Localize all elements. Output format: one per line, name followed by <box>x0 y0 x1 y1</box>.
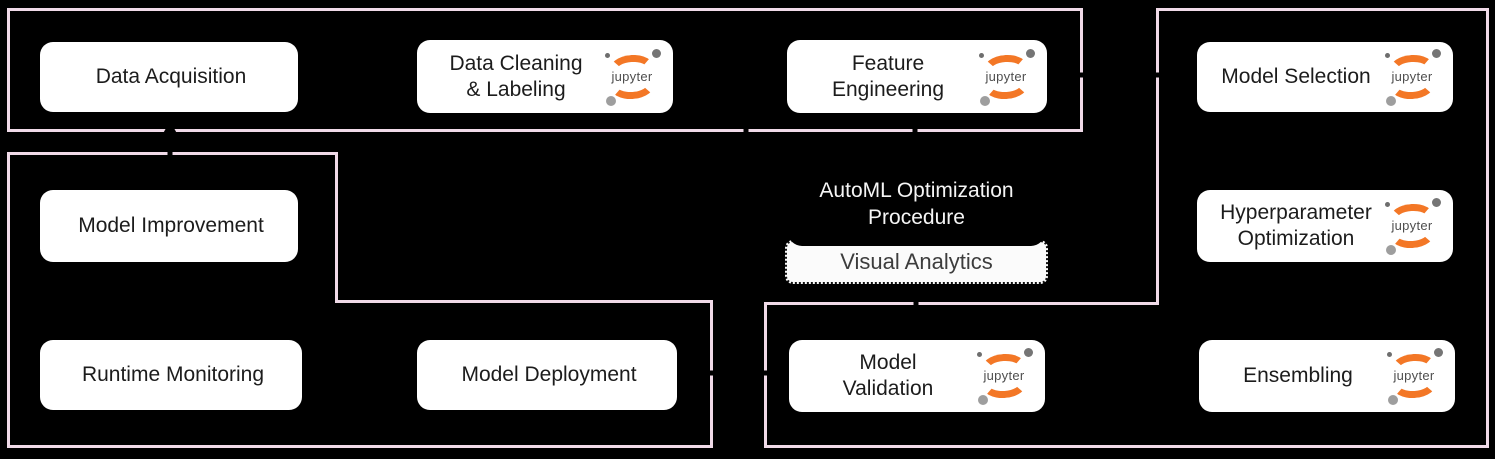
jupyter-icon: jupyter <box>1381 197 1443 255</box>
jupyter-dot-icon <box>1024 348 1033 357</box>
group-deployment-monitoring-border <box>7 152 713 448</box>
jupyter-logo-text: jupyter <box>983 368 1025 384</box>
arrowhead-up-data-acquisition <box>157 120 183 144</box>
node-runtime-monitoring: Runtime Monitoring <box>40 340 302 410</box>
jupyter-dot-icon <box>652 48 661 58</box>
node-label: Hyperparameter Optimization <box>1220 201 1372 250</box>
jupyter-dot-icon <box>978 395 988 405</box>
jupyter-dot-icon <box>1388 395 1398 405</box>
node-model-deployment: Model Deployment <box>417 340 677 410</box>
jupyter-dot-icon <box>979 52 984 58</box>
node-data-acquisition: Data Acquisition <box>40 42 298 112</box>
visual-analytics-label: Visual Analytics <box>840 249 993 274</box>
node-hyperparameter-optimization: Hyperparameter Optimization jupyter <box>1197 190 1453 262</box>
node-label: Feature Engineering <box>831 51 945 101</box>
node-ensembling: Ensembling jupyter <box>1199 340 1455 412</box>
group-data-pipeline-border <box>7 8 1083 132</box>
jupyter-dot-icon <box>1385 53 1390 58</box>
node-label: Model Deployment <box>461 363 637 386</box>
jupyter-dot-icon <box>605 52 610 58</box>
jupyter-logo-text: jupyter <box>1393 368 1435 384</box>
node-label: Model Selection <box>1221 65 1371 88</box>
jupyter-dot-icon <box>1026 48 1035 58</box>
jupyter-logo-text: jupyter <box>1391 69 1433 85</box>
jupyter-dot-icon <box>1387 352 1392 357</box>
node-label: Model Validation <box>842 351 934 400</box>
jupyter-icon: jupyter <box>1383 347 1445 405</box>
jupyter-dot-icon <box>1386 245 1396 255</box>
jupyter-dot-icon <box>1434 348 1443 357</box>
jupyter-icon: jupyter <box>601 48 663 106</box>
jupyter-dot-icon <box>1386 96 1396 106</box>
jupyter-dot-icon <box>1432 49 1441 58</box>
group-automl-procedure-border <box>764 8 1489 448</box>
node-label: Ensembling <box>1243 364 1353 387</box>
node-feature-engineering: Feature Engineering jupyter <box>787 40 1047 113</box>
node-model-improvement: Model Improvement <box>40 190 298 262</box>
node-model-selection: Model Selection jupyter <box>1197 42 1453 112</box>
jupyter-dot-icon <box>977 352 982 357</box>
jupyter-icon: jupyter <box>975 48 1037 106</box>
automl-procedure-title: AutoML Optimization Procedure <box>788 168 1045 246</box>
node-label: Runtime Monitoring <box>81 363 265 386</box>
jupyter-logo-text: jupyter <box>1391 218 1433 234</box>
node-data-cleaning-labeling: Data Cleaning & Labeling jupyter <box>417 40 673 113</box>
jupyter-icon: jupyter <box>1381 48 1443 106</box>
jupyter-logo-text: jupyter <box>611 68 653 84</box>
node-label: Data Cleaning & Labeling <box>449 51 583 101</box>
node-label: Data Acquisition <box>95 65 247 88</box>
jupyter-dot-icon <box>1385 202 1390 207</box>
jupyter-dot-icon <box>606 95 616 106</box>
jupyter-dot-icon <box>1432 198 1441 207</box>
jupyter-dot-icon <box>980 95 990 106</box>
visual-analytics-box: Visual Analytics <box>785 240 1048 284</box>
jupyter-icon: jupyter <box>973 347 1035 405</box>
node-model-validation: Model Validation jupyter <box>789 340 1045 412</box>
node-label: Model Improvement <box>78 214 264 237</box>
jupyter-logo-text: jupyter <box>985 68 1027 84</box>
